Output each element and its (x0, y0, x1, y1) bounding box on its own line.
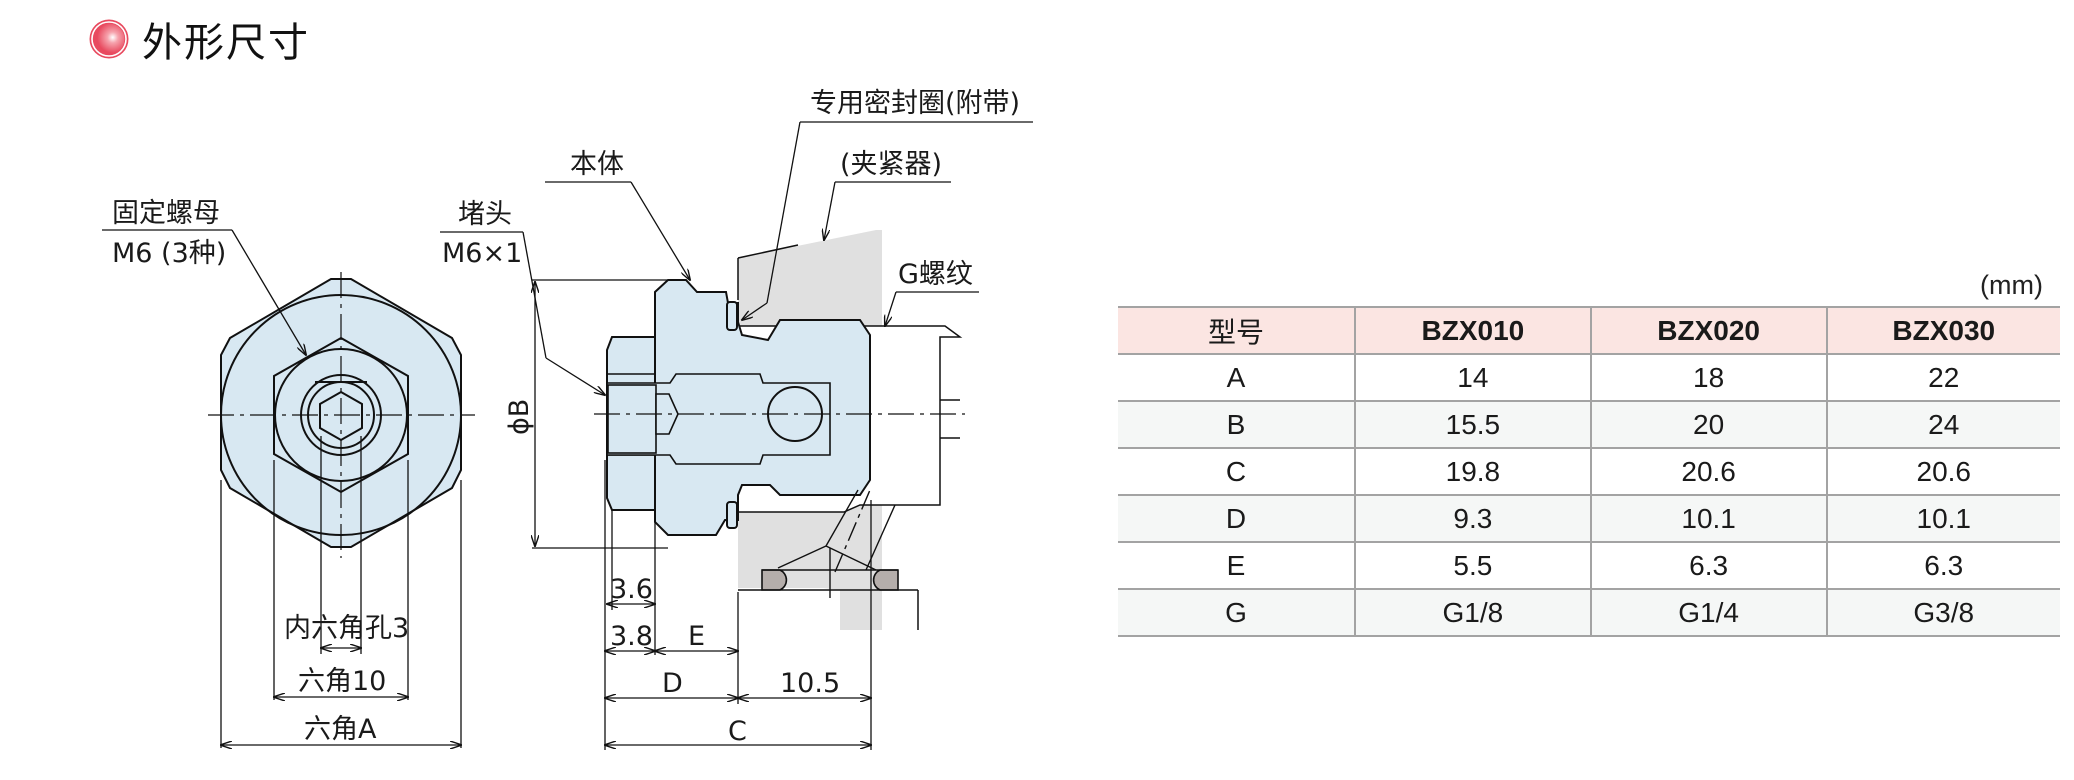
table-row: A 14 18 22 (1118, 353, 2060, 401)
seal-right (872, 569, 899, 591)
unit-label: (mm) (1980, 270, 2043, 300)
label-dim-3-6: 3.6 (610, 574, 653, 605)
row-label: E (1118, 541, 1355, 589)
row-label: B (1118, 400, 1355, 448)
cell-value: 10.1 (1825, 494, 2060, 542)
label-hex-a: 六角A (304, 714, 377, 745)
header-model-label: 型号 (1118, 306, 1355, 354)
row-label: C (1118, 447, 1355, 495)
label-clamp: (夹紧器) (840, 149, 942, 180)
dimension-table: 型号 BZX010 BZX020 BZX030 A 14 18 22 B 15.… (1118, 306, 2060, 637)
cell-value: 15.5 (1354, 400, 1591, 448)
cell-value: 6.3 (1589, 541, 1827, 589)
label-plug-spec: M6×1 (442, 238, 522, 269)
cell-value: 9.3 (1354, 494, 1591, 542)
cell-value: G1/8 (1354, 588, 1591, 637)
red-circle-bullet-icon (89, 19, 129, 59)
table-row: E 5.5 6.3 6.3 (1118, 541, 2060, 589)
label-lock-nut-spec: M6 (3种) (112, 238, 226, 269)
label-dim-d: D (662, 668, 683, 699)
cell-value: G1/4 (1589, 588, 1827, 637)
label-lock-nut: 固定螺母 (112, 198, 220, 229)
plug-outline (607, 384, 657, 454)
row-label: D (1118, 494, 1355, 542)
cell-value: 10.1 (1589, 494, 1827, 542)
header-model-bzx020: BZX020 (1589, 306, 1827, 354)
cell-value: 18 (1589, 353, 1827, 401)
table-row: C 19.8 20.6 20.6 (1118, 447, 2060, 495)
header-model-bzx010: BZX010 (1354, 306, 1591, 354)
table-row: G G1/8 G1/4 G3/8 (1118, 588, 2060, 637)
dimension-drawing: 固定螺母 M6 (3种) 堵头 M6×1 本体 专用密封圈(附带) (夹紧器) … (102, 88, 1033, 750)
cell-value: 14 (1354, 353, 1591, 401)
cell-value: 20.6 (1589, 447, 1827, 495)
side-view (440, 121, 1033, 750)
cell-value: 20 (1589, 400, 1827, 448)
section-title: 外形尺寸 (88, 12, 310, 66)
label-dim-c: C (728, 716, 747, 747)
section-title-text: 外形尺寸 (142, 20, 310, 66)
row-label: G (1118, 588, 1355, 637)
drawing-labels: 固定螺母 M6 (3种) 堵头 M6×1 本体 专用密封圈(附带) (夹紧器) … (112, 88, 1020, 747)
label-hex-socket: 内六角孔3 (284, 613, 409, 644)
cell-value: 24 (1825, 400, 2060, 448)
table-header-row: 型号 BZX010 BZX020 BZX030 (1118, 306, 2060, 354)
table-row: D 9.3 10.1 10.1 (1118, 494, 2060, 542)
label-plug: 堵头 (458, 199, 512, 230)
cell-value: 19.8 (1354, 447, 1591, 495)
table-row: B 15.5 20 24 (1118, 400, 2060, 448)
label-dim-10-5: 10.5 (780, 668, 840, 699)
label-phi-b: ϕB (504, 399, 535, 435)
row-label: A (1118, 353, 1355, 401)
label-dim-3-8: 3.8 (610, 621, 653, 652)
seal-left (761, 569, 788, 591)
label-hex-10: 六角10 (298, 666, 386, 697)
header-model-bzx030: BZX030 (1825, 306, 2060, 354)
label-seal: 专用密封圈(附带) (810, 88, 1020, 119)
cell-value: G3/8 (1825, 588, 2060, 637)
label-g-thread: G螺纹 (898, 259, 973, 290)
label-body: 本体 (570, 149, 624, 180)
cell-value: 5.5 (1354, 541, 1591, 589)
cell-value: 6.3 (1825, 541, 2060, 589)
cell-value: 22 (1825, 353, 2060, 401)
label-dim-e: E (688, 621, 705, 652)
front-view (102, 229, 475, 748)
cell-value: 20.6 (1825, 447, 2060, 495)
